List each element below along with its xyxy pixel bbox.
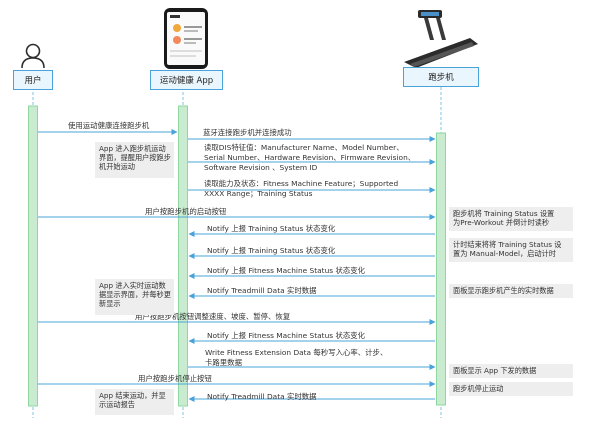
actor-user: 用户 xyxy=(13,70,53,90)
phone-icon xyxy=(164,8,208,69)
note-tm-stop: 跑步机停止运动 xyxy=(449,382,573,396)
msg-start-button: 用户按跑步机的启动按钮 xyxy=(145,207,227,216)
msg-bluetooth: 蓝牙连接跑步机并连接成功 xyxy=(203,128,292,137)
msg-adjust-buttons: 用户按跑步机按钮调整速度、坡度、暂停、恢复 xyxy=(135,312,291,321)
msg-notify-training-2: Notify 上报 Training Status 状态变化 xyxy=(207,246,336,255)
app-activation-bar xyxy=(178,105,188,407)
note-app-end: App 结束运动，并显 示运动报告 xyxy=(95,389,174,415)
user-icon xyxy=(21,43,45,69)
user-activation-bar xyxy=(28,105,38,407)
note-app-realtime: App 进入实时运动数 据显示界面，并每秒更 新显示 xyxy=(95,279,174,315)
msg-notify-training-1: Notify 上报 Training Status 状态变化 xyxy=(207,224,336,233)
note-tm-pre-workout: 跑步机将 Training Status 设置 为Pre-Workout 并倒计… xyxy=(449,207,573,231)
msg-write-extension: Write Fitness Extension Data 每秒写入心率、计步、 … xyxy=(205,348,388,367)
actor-treadmill: 跑步机 xyxy=(403,67,479,87)
note-tm-manual: 计时结束将将 Training Status 设 置为 Manual-Model… xyxy=(449,238,573,262)
msg-stop-button: 用户按跑步机停止按钮 xyxy=(138,374,212,383)
msg-notify-treadmill-data: Notify Treadmill Data 实时数据 xyxy=(207,286,317,295)
note-tm-panel-app: 面板显示 App 下发的数据 xyxy=(449,364,573,378)
msg-notify-status-2: Notify 上报 Fitness Machine Status 状态变化 xyxy=(207,331,366,340)
msg-read-dis: 读取DIS特征值：Manufacturer Name、Model Number、… xyxy=(204,143,416,172)
msg-notify-treadmill-data-2: Notify Treadmill Data 实时数据 xyxy=(207,392,317,401)
msg-read-capability: 读取能力及状态：Fitness Machine Feature；Supporte… xyxy=(204,179,399,198)
treadmill-icon xyxy=(404,10,478,68)
msg-notify-status: Notify 上报 Fitness Machine Status 状态变化 xyxy=(207,266,366,275)
note-app-enter-run: App 进入跑步机运动 界面，提醒用户按跑步 机开始运动 xyxy=(95,142,174,178)
note-tm-panel-realtime: 面板显示跑步机产生的实时数据 xyxy=(449,284,573,298)
treadmill-activation-bar xyxy=(436,132,446,406)
msg-connect: 使用运动健康连接跑步机 xyxy=(68,121,150,130)
actor-app: 运动健康 App xyxy=(150,70,223,90)
